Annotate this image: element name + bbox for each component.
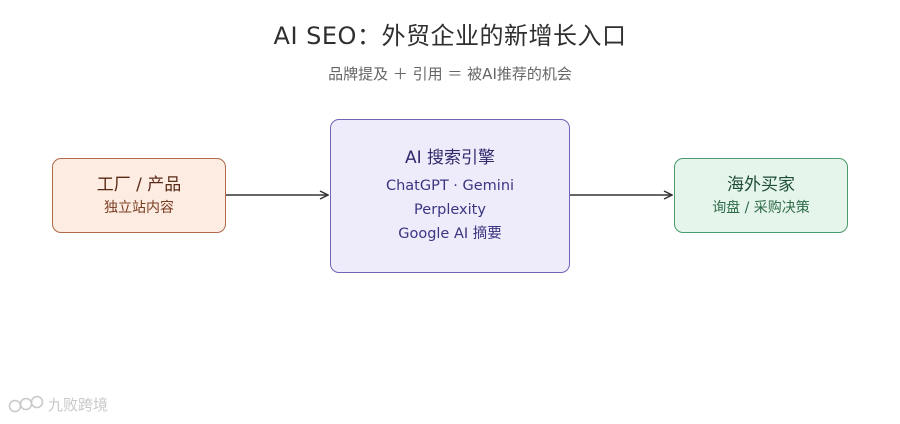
node-ai-search-engine-line-1: ChatGPT · Gemini (385, 178, 515, 194)
node-ai-search-engine-title: AI 搜索引擎 (404, 148, 496, 168)
node-factory-product-title: 工厂 / 产品 (96, 174, 182, 195)
node-overseas-buyers-title: 海外买家 (727, 174, 795, 195)
node-overseas-buyers-subtitle: 询盘 / 采购决策 (712, 199, 810, 216)
node-ai-search-engine-line-3: Google AI 摘要 (398, 226, 502, 242)
node-ai-search-engine-line-2: Perplexity (414, 202, 486, 218)
node-factory-product-subtitle: 独立站内容 (104, 199, 174, 216)
watermark-text: 九败跨境 (48, 396, 109, 414)
node-ai-search-engine: AI 搜索引擎 ChatGPT · Gemini Perplexity Goog… (330, 119, 570, 273)
diagram-subtitle: 品牌提及 ＋ 引用 ＝ 被AI推荐的机会 (328, 65, 572, 83)
node-overseas-buyers: 海外买家 询盘 / 采购决策 (674, 158, 848, 233)
node-factory-product: 工厂 / 产品 独立站内容 (52, 158, 226, 233)
diagram-title: AI SEO：外贸企业的新增长入口 (273, 22, 627, 50)
watermark: 九败跨境 (8, 394, 108, 415)
watermark-logo-icon (8, 395, 44, 412)
